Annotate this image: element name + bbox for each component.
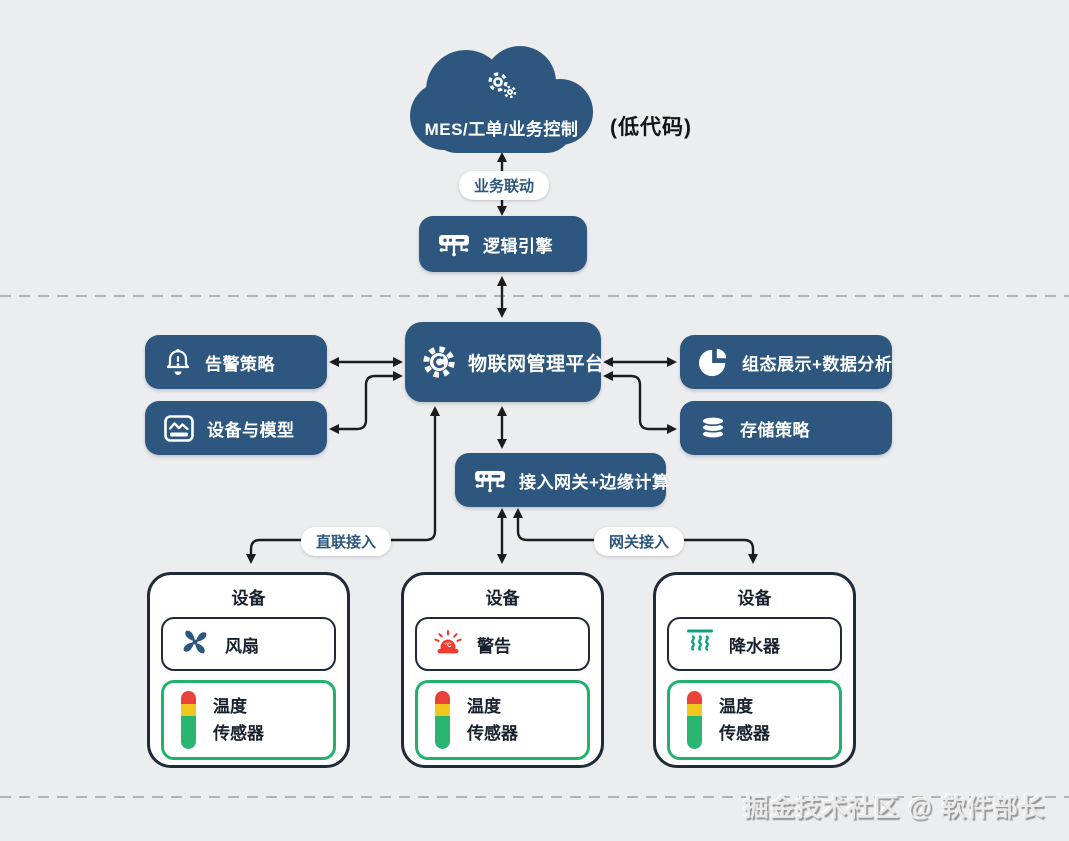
node-alarm-policy: 告警策略	[145, 335, 327, 389]
temperature-sensor-item: 温度 传感器	[161, 680, 336, 760]
watermark: 掘金技术社区 @ 软件部长	[743, 794, 1045, 822]
node-label: 组态展示+数据分析	[742, 354, 893, 374]
bell-icon	[164, 348, 192, 376]
device-card-title: 设备	[231, 589, 266, 608]
device-item-label: 降水器	[729, 636, 780, 656]
node-label: 物联网管理平台	[468, 353, 605, 375]
link-platform-devmodel	[334, 374, 398, 431]
node-device-model: 设备与模型	[145, 401, 327, 455]
gear-icon	[422, 345, 456, 379]
label-gateway-access: 网关接入	[594, 527, 685, 556]
node-label: 接入网关+边缘计算	[519, 472, 670, 492]
device-item-label: 警告	[477, 636, 511, 656]
sensor-label-line1: 温度	[467, 696, 501, 716]
temperature-sensor-item: 温度 传感器	[667, 680, 842, 760]
link-platform-storage	[608, 374, 672, 431]
sprinkler-icon	[685, 628, 715, 661]
sensor-label-line2: 传感器	[467, 724, 518, 743]
gears-icon	[482, 68, 518, 107]
temperature-bar-icon	[181, 691, 196, 749]
temperature-sensor-item: 温度 传感器	[415, 680, 590, 760]
sensor-label: 温度 传感器	[213, 693, 264, 747]
sensor-label: 温度 传感器	[467, 693, 518, 747]
node-logic-engine: 逻辑引擎	[419, 216, 587, 272]
cloud-title: MES/工单/业务控制	[424, 120, 579, 139]
device-item-fan: 风扇	[161, 617, 336, 671]
temperature-bar-icon	[687, 691, 702, 749]
device-item-sprinkler: 降水器	[667, 617, 842, 671]
cloud-shape	[410, 46, 593, 153]
router-icon	[438, 232, 470, 257]
cloud-mes: MES/工单/业务控制	[408, 40, 595, 153]
label-direct-access: 直联接入	[301, 527, 392, 556]
node-label: 告警策略	[205, 354, 275, 374]
device-card-sprinkler: 设备 降水器 温度 传感器	[653, 572, 856, 768]
node-label: 存储策略	[740, 420, 810, 440]
sensor-label-line1: 温度	[213, 696, 247, 716]
sensor-label-line2: 传感器	[213, 724, 264, 743]
sensor-label-line1: 温度	[719, 696, 753, 716]
label-business-link: 业务联动	[459, 171, 550, 200]
database-icon	[699, 415, 727, 441]
router-icon	[474, 468, 506, 493]
pie-chart-icon	[699, 347, 729, 377]
device-card-title: 设备	[737, 589, 772, 608]
alarm-light-icon: °C	[433, 628, 463, 660]
device-item-label: 风扇	[225, 636, 259, 656]
node-label: 设备与模型	[207, 420, 295, 440]
alarm-icon-text: °C	[444, 641, 452, 649]
device-model-icon	[164, 414, 194, 442]
device-card-alarm: 设备 °C 警告 温度 传感器	[401, 572, 604, 768]
arrowheads	[246, 152, 758, 564]
node-access-gateway: 接入网关+边缘计算	[455, 453, 670, 507]
low-code-note: (低代码)	[610, 116, 692, 139]
node-dashboard-analytics: 组态展示+数据分析	[680, 335, 892, 389]
node-label: 逻辑引擎	[483, 236, 553, 256]
sensor-label: 温度 传感器	[719, 693, 770, 747]
fan-icon	[179, 626, 211, 663]
node-iot-platform: 物联网管理平台	[405, 322, 604, 402]
node-storage-policy: 存储策略	[680, 401, 892, 455]
device-card-title: 设备	[485, 589, 520, 608]
temperature-bar-icon	[435, 691, 450, 749]
device-item-alarm: °C 警告	[415, 617, 590, 671]
sensor-label-line2: 传感器	[719, 724, 770, 743]
device-card-fan: 设备 风扇 温度 传感器	[147, 572, 350, 768]
